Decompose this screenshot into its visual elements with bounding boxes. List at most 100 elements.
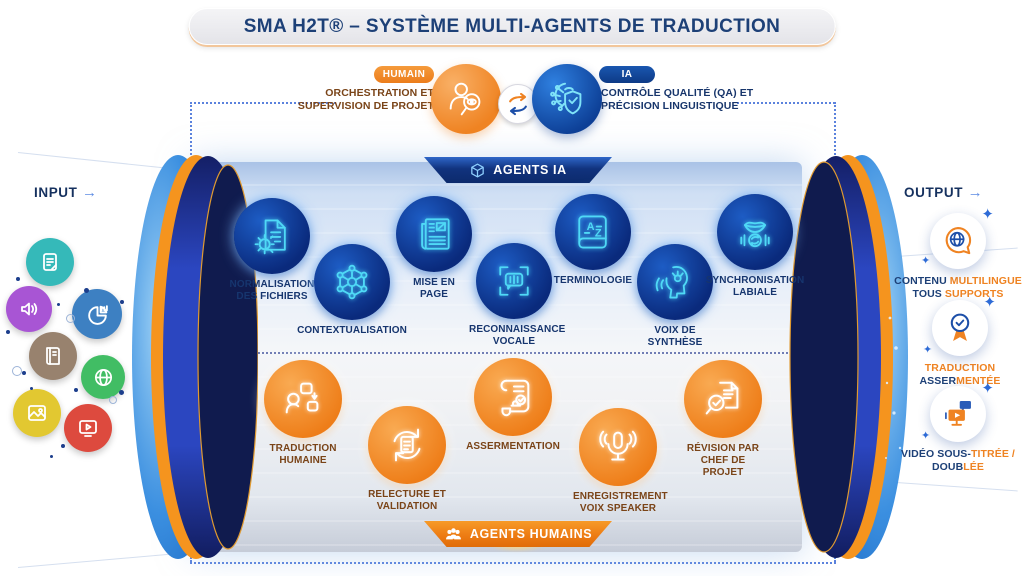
decorative-dot	[6, 330, 10, 334]
decorative-dot	[84, 288, 89, 293]
voice-recording-icon	[579, 408, 657, 486]
output-arrow-icon: →	[967, 184, 983, 201]
output-text: VIDÉO SOUS-TITRÉE / DOUBLÉE	[901, 448, 1015, 474]
decorative-dot	[50, 455, 53, 458]
agent-synchronisation-labiale: SYNCHRONISATION LABIALE	[705, 194, 805, 299]
human-supervisor-circle	[431, 64, 501, 134]
agent-label: VOIX DE SYNTHÈSE	[647, 325, 703, 348]
input-label: INPUT	[34, 185, 78, 200]
agent-mise-en-page: MISE EN PAGE	[384, 196, 484, 301]
decorative-dot	[119, 390, 124, 395]
decorative-dot	[120, 300, 124, 304]
agent-reconnaissance-vocale: RECONNAISSANCE VOCALE	[464, 243, 566, 348]
agent-contextualisation: CONTEXTUALISATION	[297, 244, 407, 337]
person-magnifier-icon	[449, 82, 481, 116]
sparkle-icon: ✦	[981, 206, 994, 223]
svg-text:Z: Z	[595, 228, 602, 240]
ia-badge: IA	[599, 66, 655, 83]
agent-label: RÉVISION PAR CHEF DE PROJET	[686, 443, 760, 478]
agent-label: ASSERMENTATION	[466, 441, 560, 452]
certification-icon	[474, 358, 552, 436]
dubbed-video-icon: ✦ ✦	[921, 380, 994, 442]
agent-label: RELECTURE ET VALIDATION	[368, 489, 446, 512]
human-badge: HUMAIN	[374, 66, 434, 83]
lips-sync-icon	[717, 194, 793, 270]
speech-head-icon	[637, 244, 713, 320]
agent-traduction-humaine: TRADUCTION HUMAINE	[253, 360, 353, 467]
agent-label: NORMALISATION DES FICHIERS	[229, 279, 315, 302]
sparkle-dots	[885, 316, 902, 459]
cylinder-right-cap	[789, 155, 908, 559]
decorative-ring	[12, 366, 22, 376]
agent-label: CONTEXTUALISATION	[297, 325, 407, 336]
agent-normalisation: NORMALISATION DES FICHIERS	[222, 198, 322, 303]
network-icon	[314, 244, 390, 320]
decorative-dot	[57, 303, 60, 306]
ai-supervisor-circle	[532, 64, 602, 134]
decorative-ring	[66, 314, 75, 323]
decorative-dot	[61, 444, 65, 448]
output-multilingual: ✦ ✦ CONTENU MULTILINGUE TOUS SUPPORTS	[890, 206, 1024, 301]
agent-label: TERMINOLOGIE	[553, 275, 633, 286]
agent-label: MISE EN PAGE	[413, 277, 455, 300]
multilingual-globe-icon: ✦ ✦	[921, 206, 994, 269]
output-dubbed-video: ✦ ✦ VIDÉO SOUS-TITRÉE / DOUBLÉE	[890, 380, 1024, 474]
dotted-connector-top-right	[737, 102, 835, 104]
sparkle-icon: ✦	[981, 380, 994, 397]
people-icon	[445, 528, 461, 540]
input-header: INPUT →	[34, 184, 97, 202]
agents-humains-label: AGENTS HUMAINS	[469, 527, 593, 541]
page-title: SMA H2T® – SYSTÈME MULTI-AGENTS DE TRADU…	[243, 16, 781, 37]
file-gear-icon	[234, 198, 310, 274]
svg-text:A: A	[587, 221, 595, 233]
agent-enregistrement-voix: ENREGISTREMENT VOIX SPEAKER	[568, 408, 668, 515]
output-text: TRADUCTION ASSERMENTÉE	[919, 362, 1001, 388]
sparkle-icon: ✦	[923, 344, 933, 356]
pie-chart-icon	[72, 289, 122, 339]
voice-scan-icon	[476, 243, 552, 319]
agent-relecture-validation: RELECTURE ET VALIDATION	[357, 406, 457, 513]
agents-ia-badge: AGENTS IA	[424, 157, 612, 183]
sparkle-icon: ✦	[983, 294, 996, 311]
page-layout-icon	[396, 196, 472, 272]
proofreading-icon	[368, 406, 446, 484]
decorative-dot	[16, 277, 20, 281]
agents-humains-badge: AGENTS HUMAINS	[424, 521, 612, 547]
output-header: OUTPUT →	[904, 184, 983, 202]
cube-icon	[471, 162, 485, 178]
ai-role-text: CONTRÔLE QUALITÉ (QA) ET PRÉCISION LINGU…	[601, 87, 754, 112]
review-magnifier-icon	[684, 360, 762, 438]
agent-terminologie: A Z TERMINOLOGIE	[543, 194, 643, 287]
output-label: OUTPUT	[904, 185, 964, 200]
document-icon	[26, 238, 74, 286]
human-role-text: ORCHESTRATION ET SUPERVISION DE PROJET	[297, 87, 434, 112]
sparkle-icon: ✦	[921, 430, 931, 442]
book-icon	[29, 332, 77, 380]
human-translation-icon	[264, 360, 342, 438]
agents-ia-label: AGENTS IA	[493, 163, 567, 177]
video-icon	[64, 404, 112, 452]
sworn-medal-icon: ✦ ✦	[923, 294, 996, 356]
decorative-dot	[74, 388, 78, 392]
audio-icon	[6, 286, 52, 332]
agents-divider-dotted-line	[250, 352, 800, 354]
decorative-dot	[22, 371, 26, 375]
ai-shield-icon	[550, 82, 582, 115]
output-text: CONTENU MULTILINGUE TOUS SUPPORTS	[894, 275, 1022, 301]
decorative-dot	[30, 387, 33, 390]
globe-icon	[81, 355, 125, 399]
agent-label: ENREGISTREMENT VOIX SPEAKER	[573, 491, 668, 514]
agent-label: SYNCHRONISATION LABIALE	[705, 275, 805, 298]
agent-label: RECONNAISSANCE VOCALE	[469, 324, 566, 347]
dotted-connector-top-left	[190, 102, 336, 104]
agent-voix-de-synthese: VOIX DE SYNTHÈSE	[625, 244, 725, 349]
dotted-connector-bottom	[190, 562, 836, 564]
title-banner: SMA H2T® – SYSTÈME MULTI-AGENTS DE TRADU…	[188, 8, 836, 45]
agent-revision-chef-projet: RÉVISION PAR CHEF DE PROJET	[673, 360, 773, 478]
output-sworn-translation: ✦ ✦ TRADUCTION ASSERMENTÉE	[892, 294, 1024, 388]
decorative-ring	[109, 396, 117, 404]
image-icon	[13, 389, 61, 437]
cylinder-left-cap	[132, 155, 258, 559]
agent-label: TRADUCTION HUMAINE	[269, 443, 337, 466]
